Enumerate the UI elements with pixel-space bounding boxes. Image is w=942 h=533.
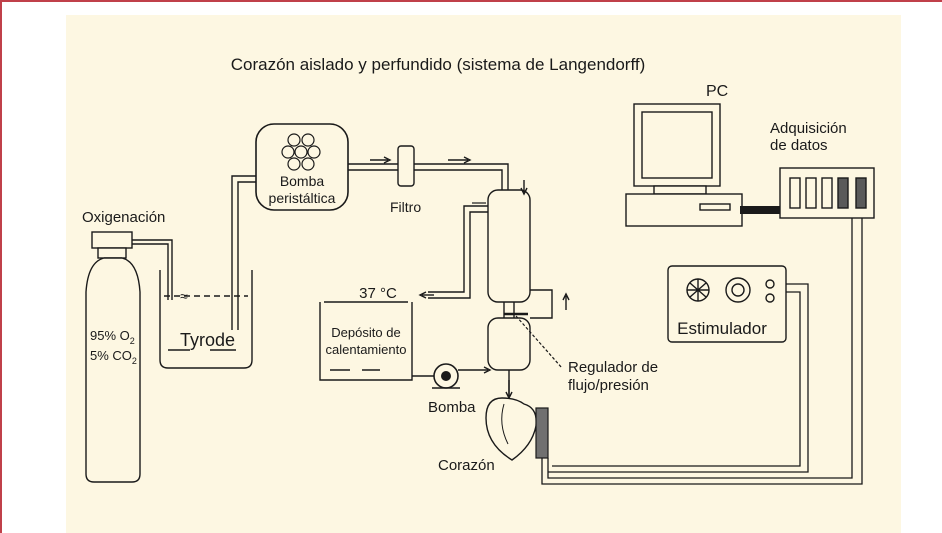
return-tube xyxy=(428,205,488,299)
tyrode-label: Tyrode xyxy=(180,330,235,350)
pc-computer xyxy=(625,103,743,227)
acquisition-label-line2: de datos xyxy=(770,137,828,154)
peristaltic-pump xyxy=(255,123,349,211)
regulator-label-line1: Regulador de xyxy=(568,359,658,376)
oxygenation-label: Oxigenación xyxy=(82,209,165,226)
pump-rollers-icon xyxy=(281,133,321,171)
reservoir-label-line1: Depósito de xyxy=(331,325,400,340)
bubbles-icon: ≈ xyxy=(180,288,188,304)
frame-border-top xyxy=(0,0,942,2)
frame-border-left xyxy=(0,0,2,533)
gas-tube xyxy=(132,239,173,300)
tyrode-container xyxy=(159,270,253,369)
acquisition-label-line1: Adquisición xyxy=(770,120,847,137)
regulator-pointer xyxy=(515,315,563,369)
supply-tube xyxy=(348,163,509,190)
pump-label-line2: peristáltica xyxy=(269,190,336,206)
recirculation-pump xyxy=(412,363,492,389)
oxygen-cylinder xyxy=(85,231,141,483)
warming-reservoir xyxy=(319,301,413,381)
signal-wires xyxy=(541,218,863,485)
stimulator-unit xyxy=(667,265,787,343)
pump-label: Bomba xyxy=(428,399,476,416)
temperature-label: 37 °C xyxy=(359,285,397,302)
regulator-label-line2: flujo/presión xyxy=(568,377,649,394)
perfusion-column xyxy=(487,189,553,396)
pump-label-line1: Bomba xyxy=(280,173,325,189)
data-cable xyxy=(740,206,782,214)
electrode xyxy=(535,407,549,459)
diagram-title: Corazón aislado y perfundido (sistema de… xyxy=(231,55,646,74)
filter xyxy=(397,145,415,187)
intake-tube xyxy=(231,175,258,330)
reservoir-label-line2: calentamiento xyxy=(326,342,407,357)
data-acquisition-unit xyxy=(779,167,875,219)
gas-o2-label: 95% O2 xyxy=(90,328,135,346)
heart-icon xyxy=(485,397,537,461)
heart-label: Corazón xyxy=(438,457,495,474)
pc-label: PC xyxy=(706,83,728,100)
filter-label: Filtro xyxy=(390,199,421,215)
stimulator-label: Estimulador xyxy=(677,319,767,338)
gas-co2-label: 5% CO2 xyxy=(90,348,137,366)
